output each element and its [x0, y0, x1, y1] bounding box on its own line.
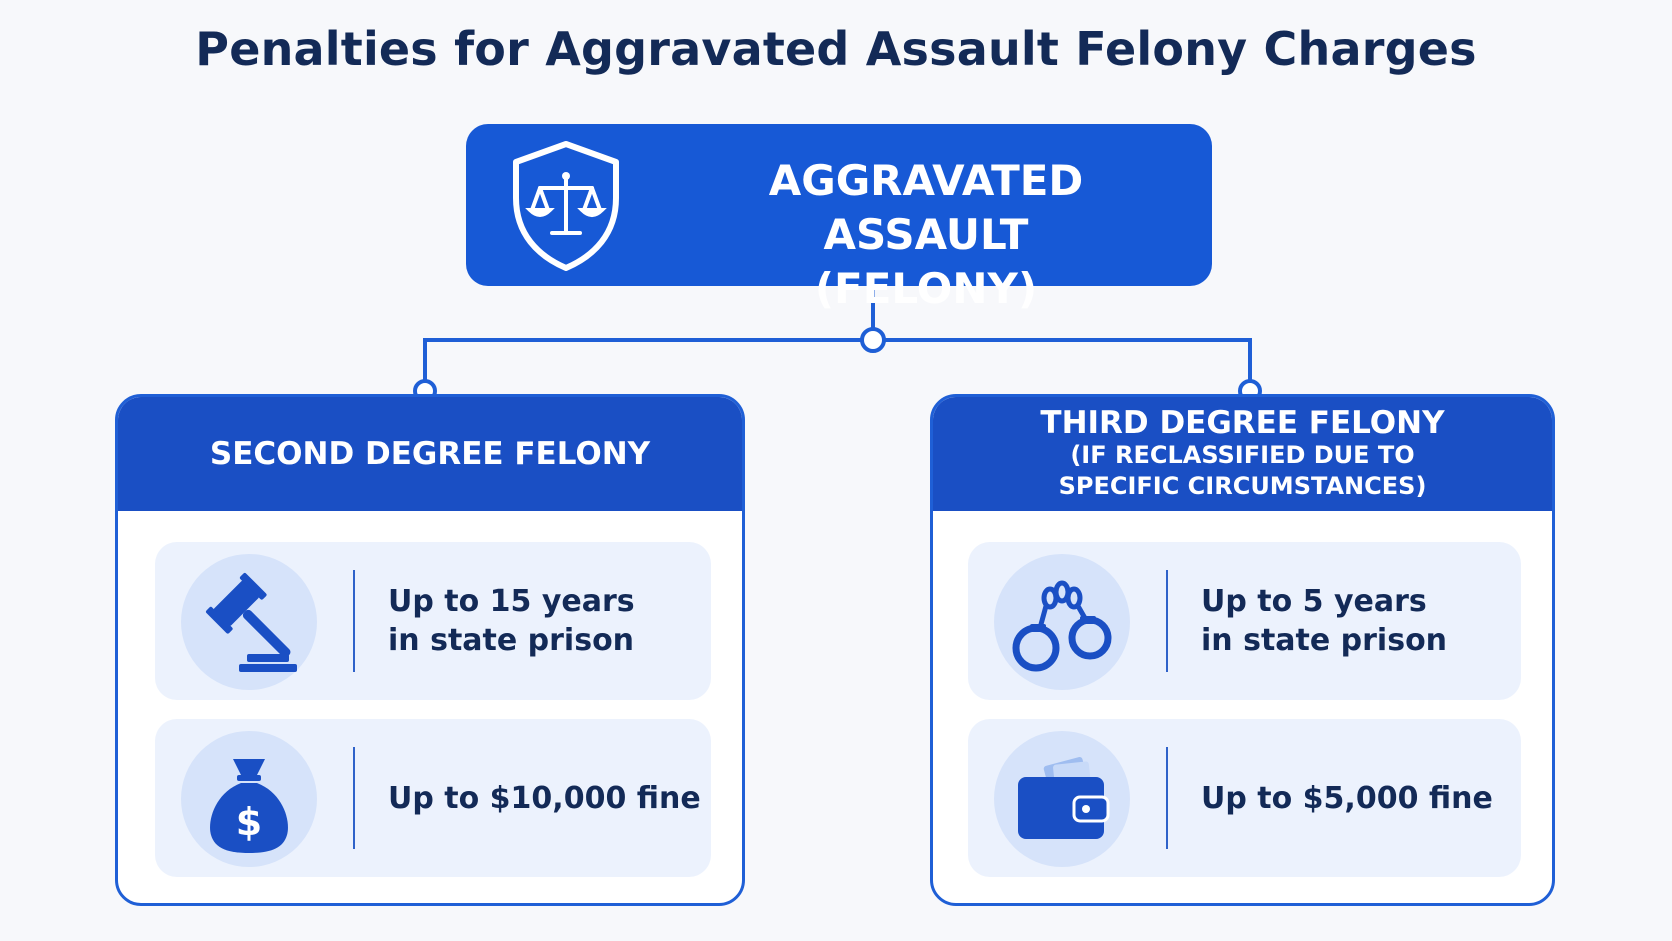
- card-header: THIRD DEGREE FELONY (IF RECLASSIFIED DUE…: [933, 397, 1552, 511]
- card-header: SECOND DEGREE FELONY: [118, 397, 742, 511]
- card-header-subtitle-line2: SPECIFIC CIRCUMSTANCES): [1058, 472, 1427, 500]
- handcuffs-icon: [1012, 580, 1112, 672]
- third-degree-card: THIRD DEGREE FELONY (IF RECLASSIFIED DUE…: [930, 394, 1555, 906]
- row-divider: [353, 570, 355, 672]
- card-header-title: SECOND DEGREE FELONY: [209, 436, 651, 472]
- page-title: Penalties for Aggravated Assault Felony …: [195, 22, 1477, 76]
- penalty-row-prison: Up to 5 years in state prison: [968, 542, 1521, 700]
- money-bag-icon: $: [210, 759, 288, 853]
- penalty-text-line1: Up to 5 years: [1201, 584, 1427, 619]
- penalty-row-fine: Up to $5,000 fine: [968, 719, 1521, 877]
- penalty-text: Up to $10,000 fine: [388, 719, 708, 877]
- row-divider: [1166, 570, 1168, 672]
- root-label-line2: (FELONY): [814, 264, 1038, 313]
- svg-text:$: $: [236, 800, 262, 844]
- penalty-text-line2: in state prison: [1201, 623, 1448, 658]
- card-header-title: THIRD DEGREE FELONY: [1040, 405, 1445, 441]
- gavel-icon: [205, 572, 297, 672]
- icon-badge: [181, 554, 317, 690]
- row-divider: [1166, 747, 1168, 849]
- root-label-line1: AGGRAVATED ASSAULT: [768, 156, 1084, 259]
- penalty-row-prison: Up to 15 years in state prison: [155, 542, 711, 700]
- penalty-text: Up to 15 years in state prison: [388, 542, 708, 700]
- penalty-text-line1: Up to 15 years: [388, 584, 635, 619]
- row-divider: [353, 747, 355, 849]
- penalty-text-line1: Up to $5,000 fine: [1201, 780, 1493, 816]
- junction-node: [860, 327, 886, 353]
- wallet-icon: [1018, 756, 1110, 839]
- root-label: AGGRAVATED ASSAULT (FELONY): [666, 154, 1186, 316]
- shield-scales-icon: [513, 141, 619, 271]
- penalty-text-line1: Up to $10,000 fine: [388, 780, 701, 816]
- card-header-subtitle-line1: (IF RECLASSIFIED DUE TO: [1070, 441, 1415, 469]
- icon-badge: [994, 554, 1130, 690]
- penalty-text-line2: in state prison: [388, 623, 635, 658]
- icon-badge: $: [181, 731, 317, 867]
- second-degree-card: SECOND DEGREE FELONY Up to 15 years: [115, 394, 745, 906]
- penalty-text: Up to $5,000 fine: [1201, 719, 1521, 877]
- penalty-text: Up to 5 years in state prison: [1201, 542, 1521, 700]
- root-node-box: AGGRAVATED ASSAULT (FELONY): [466, 124, 1212, 313]
- icon-badge: [994, 731, 1130, 867]
- penalty-row-fine: $ Up to $10,000 fine: [155, 719, 711, 877]
